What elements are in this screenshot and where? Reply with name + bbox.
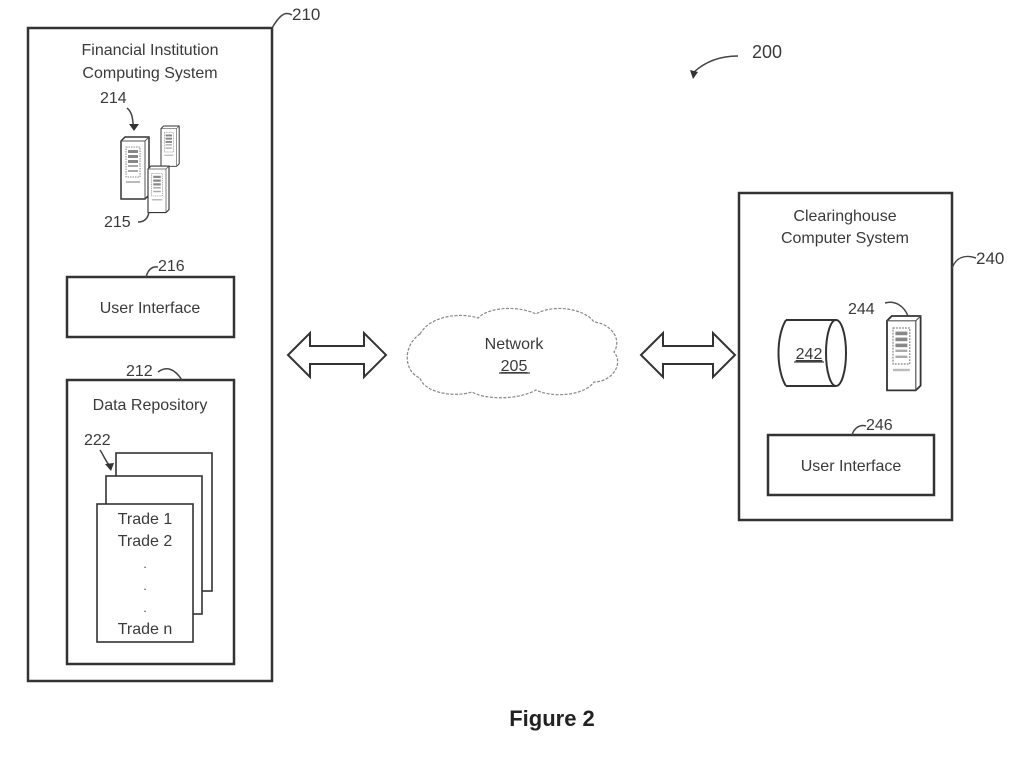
network-label: Network — [485, 336, 545, 353]
ref-leader — [271, 12, 293, 29]
trades-ref: 222 — [84, 432, 111, 449]
figure-caption: Figure 2 — [509, 706, 595, 731]
trade-item: Trade 1 — [118, 511, 173, 528]
clearinghouse-title-line1: Clearinghouse — [793, 208, 896, 225]
server-icon — [160, 125, 180, 167]
ref-leader — [851, 424, 867, 436]
financial-system-ref: 210 — [292, 5, 320, 24]
ellipsis-dot: . — [143, 557, 146, 571]
ref-leader — [157, 367, 183, 381]
network-ref: 205 — [501, 358, 528, 375]
data-repository-label: Data Repository — [93, 397, 208, 414]
user-interface-ref: 246 — [866, 417, 893, 434]
server-ref: 244 — [848, 301, 875, 318]
data-repository-ref: 212 — [126, 363, 153, 380]
server-icon — [886, 315, 922, 392]
user-interface-box — [65, 275, 236, 339]
bidirectional-arrow-icon — [286, 330, 388, 380]
user-interface-box — [766, 433, 936, 497]
user-interface-ref: 216 — [158, 258, 185, 275]
financial-system-title-line2: Computing System — [82, 65, 217, 82]
bidirectional-arrow-icon — [639, 330, 737, 380]
database-icon — [777, 319, 847, 387]
cloud-icon — [406, 307, 619, 399]
clearinghouse-ref: 240 — [976, 249, 1004, 268]
trade-item: Trade 2 — [118, 533, 173, 550]
trade-document-front — [96, 503, 194, 643]
server-icon — [120, 136, 150, 200]
clearinghouse-system: 240 Clearinghouse Computer System 242 24… — [737, 191, 1004, 522]
figure-ref-label: 200 — [752, 42, 782, 62]
server-leader — [884, 301, 909, 317]
ellipsis-dot: . — [143, 601, 146, 615]
trade-item: Trade n — [118, 621, 173, 638]
server-icon — [147, 165, 170, 214]
arrow-icon — [129, 124, 139, 131]
reference-leader — [693, 55, 739, 73]
financial-system-title-line1: Financial Institution — [82, 42, 219, 59]
arrow-icon — [105, 463, 114, 471]
clearinghouse-title-line2: Computer System — [781, 230, 909, 247]
servers-ref: 214 — [100, 90, 127, 107]
ref-leader — [145, 266, 159, 278]
server-leader — [137, 211, 150, 223]
ref-leader — [951, 255, 977, 269]
arrow-icon — [690, 70, 698, 79]
user-interface-label: User Interface — [100, 300, 201, 317]
network-cloud: Network 205 — [406, 307, 619, 399]
server-ref: 215 — [104, 214, 131, 231]
ellipsis-dot: . — [143, 579, 146, 593]
financial-institution-system: 210 Financial Institution Computing Syst… — [26, 5, 320, 683]
user-interface-label: User Interface — [801, 458, 902, 475]
database-ref: 242 — [796, 346, 823, 363]
figure-reference-200: 200 — [690, 42, 782, 79]
